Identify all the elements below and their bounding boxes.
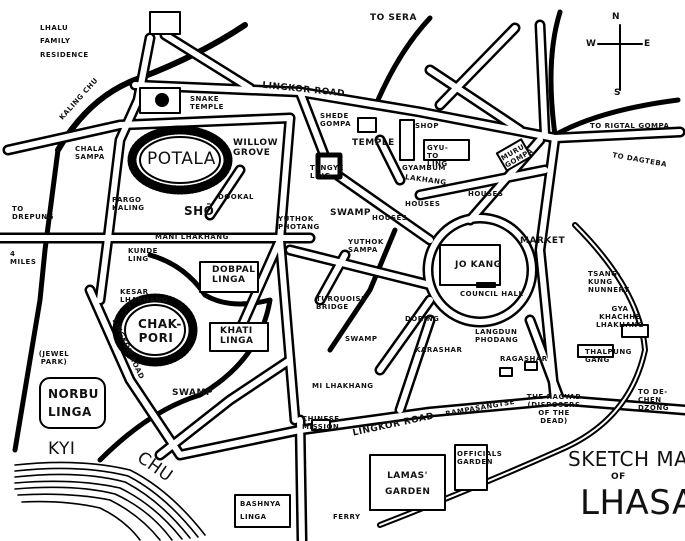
label-dookal: DOOKAL [218, 193, 255, 201]
label-turquoise-bridge: TURQUOISE BRIDGE [316, 295, 367, 312]
buildings [39, 11, 649, 528]
label-shop: SHOP [415, 122, 439, 130]
compass-e: E [644, 39, 651, 49]
label-four-miles: 4 MILES [10, 250, 37, 267]
label-jewel-park: (JEWEL PARK) [38, 350, 70, 367]
map-title-line1: SKETCH MAP [568, 447, 685, 471]
label-kunde-ling: KUNDE LING [128, 247, 158, 264]
label-officials-garden: OFFICIALS GARDEN [457, 450, 503, 467]
label-doring: DORING [405, 315, 440, 323]
label-bashnya-linga: BASHNYA LINGA [240, 500, 281, 521]
label-willow-grove: WILLOW GROVE [233, 138, 279, 159]
label-chakpori: CHAK-PORI [138, 317, 182, 345]
label-to-dechen-dzong: TO DE-CHEN DZONG [638, 388, 669, 413]
label-kyi: KYI [48, 439, 76, 459]
label-houses-3: HOUSES [372, 214, 408, 222]
label-lamas-garden: LAMAS' GARDEN [385, 471, 431, 498]
label-kesar-lhakhang: KESAR LHAKHANG [120, 288, 169, 305]
label-council-hall: COUNCIL HALL [460, 290, 524, 298]
label-mani-lhakhang: MANI LHAKHANG [155, 233, 229, 241]
label-swamp-2: SWAMP [345, 335, 378, 343]
inner-stream [327, 227, 398, 353]
rigtal-stream [552, 97, 681, 138]
label-gya-khachhe-lhakhang: GYA KHACHHE LHAKHANG [595, 305, 645, 330]
label-ragyab: THE RAGYAB (DISPOSERS OF THE DEAD) [526, 393, 582, 426]
compass-rose [597, 24, 643, 91]
label-temple: TEMPLE [352, 138, 395, 148]
label-swamp-3: SWAMP [172, 388, 214, 398]
label-langdun-phodang: LANGDUN PHODANG [475, 328, 519, 345]
map-title-line3: LHASA [580, 483, 685, 523]
label-houses-2: HOUSES [405, 200, 441, 208]
label-market: MARKET [520, 236, 566, 246]
chakpori-hill [112, 293, 198, 367]
kyi-chu-river [14, 461, 206, 541]
label-swamp-1: SWAMP [330, 208, 372, 218]
label-tsang-kung-nunnery: TSANG-KUNG NUNNERY [588, 270, 630, 295]
label-thalpung-gang: THALPUNG GANG [585, 348, 632, 365]
kaling-chu-lower [12, 147, 61, 453]
label-yuthok-photang: YUTHOK PHOTANG [278, 215, 320, 232]
label-pargo-kaling: PARGO KALING [112, 196, 145, 213]
label-karashar: KARASHAR [415, 346, 463, 354]
kyi-chu-branch [97, 252, 273, 463]
label-khati-linga: KHATI LINGA [220, 326, 254, 347]
potala-hill [127, 125, 233, 195]
label-ferry: FERRY [333, 513, 361, 521]
label-lhalu-residence: LHALU FAMILY RESIDENCE [40, 24, 89, 59]
label-snake-temple: SNAKE TEMPLE [190, 95, 224, 112]
label-houses-1: HOUSES [468, 190, 504, 198]
label-tengye-ling: TENGYE LING [310, 164, 344, 181]
label-shede-gompa: SHEDE GOMPA [320, 112, 352, 129]
label-sho: SHŌ [184, 204, 215, 218]
label-yuthok-sampa: YUTHOK SAMPA [348, 238, 384, 255]
compass-s: S [614, 88, 621, 98]
roads-fill [0, 22, 685, 541]
north-stream [375, 15, 433, 103]
label-to-drepung: TO DREPUNG [12, 205, 54, 222]
label-chala-sampa: CHALA SAMPA [75, 145, 105, 162]
compass-n: N [612, 12, 621, 22]
label-ragashar: RAGASHAR [500, 355, 548, 363]
label-to-sera: TO SERA [370, 13, 417, 23]
label-norbu-linga: NORBU LINGA [48, 387, 99, 419]
label-gyambum: GYAMBUM [402, 164, 446, 172]
east-stream [548, 9, 563, 138]
label-dobpal-linga: DOBPAL LINGA [212, 265, 256, 286]
map-title-line2: OF [611, 472, 626, 482]
label-gyuto-ling: GYU-TO LING [427, 144, 449, 169]
compass-w: W [586, 39, 597, 49]
label-to-rigtal-gompa: TO RIGTAL GOMPA [590, 122, 670, 130]
label-mi-lhakhang: MI LHAKHANG [312, 382, 374, 390]
label-chinese-mission: CHINESE MISSION [302, 415, 340, 432]
label-potala: POTALA [147, 149, 216, 169]
label-jo-kang: JO KANG [455, 260, 502, 270]
